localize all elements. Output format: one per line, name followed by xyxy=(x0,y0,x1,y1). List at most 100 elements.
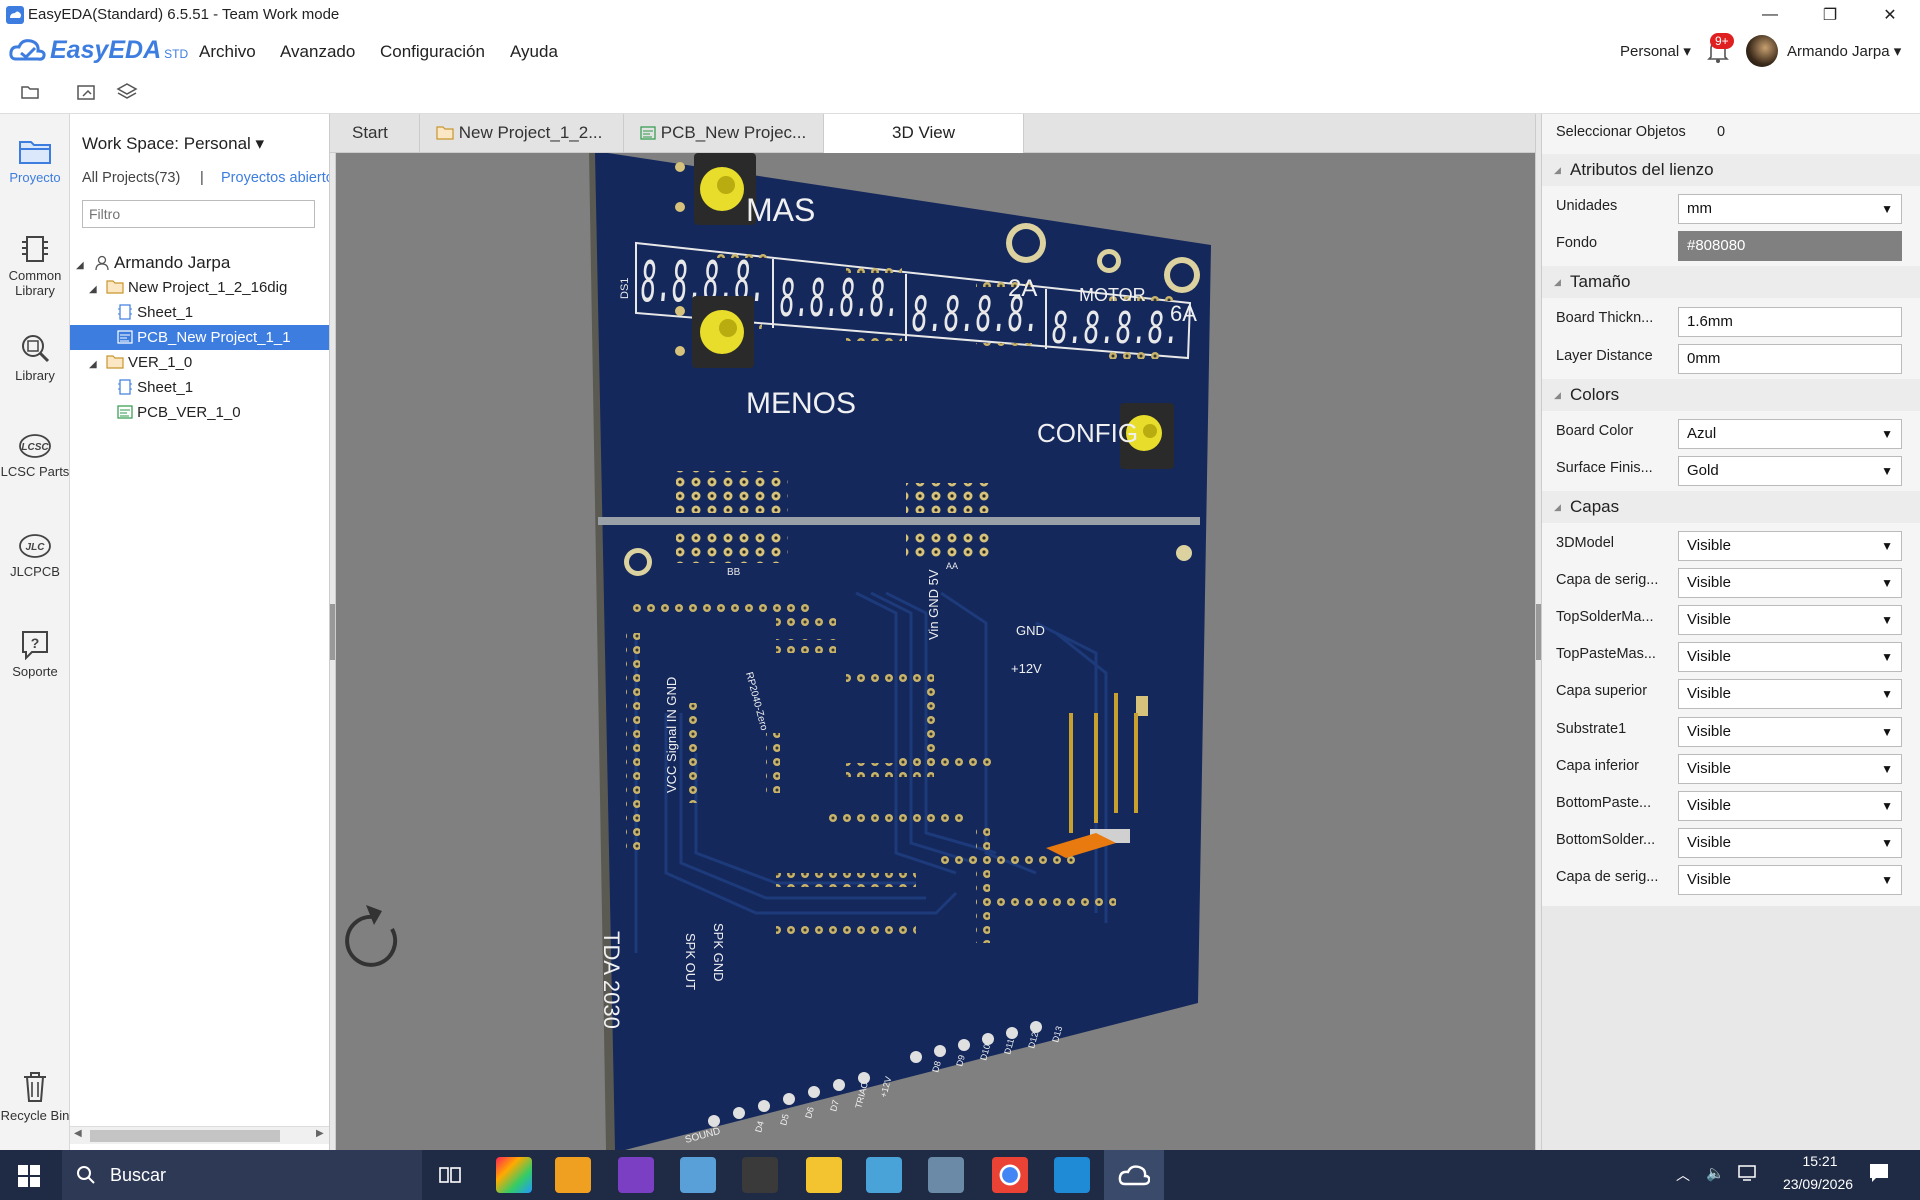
splitter-handle[interactable] xyxy=(330,604,335,660)
section-size[interactable]: ◢Tamaño xyxy=(1542,266,1920,298)
vscode-icon[interactable] xyxy=(1054,1157,1090,1193)
network-icon[interactable] xyxy=(1738,1164,1758,1182)
tree-item-project[interactable]: ◢ New Project_1_2_16dig xyxy=(89,279,288,296)
pin-d8: D8 xyxy=(930,1060,943,1074)
layer-visibility-select[interactable]: Visible▼ xyxy=(1678,679,1902,709)
layer-visibility-select[interactable]: Visible▼ xyxy=(1678,642,1902,672)
workspace-dropdown[interactable]: Work Space: Personal ▾ xyxy=(82,134,265,153)
right-splitter[interactable] xyxy=(1535,114,1542,1150)
layers-icon[interactable] xyxy=(116,82,138,102)
tree-item-sheet[interactable]: Sheet_1 xyxy=(70,300,330,325)
board-color-select[interactable]: Azul▼ xyxy=(1678,419,1902,449)
palette-app-icon[interactable] xyxy=(680,1157,716,1193)
visual-studio-icon[interactable] xyxy=(618,1157,654,1193)
nav-lcsc-parts[interactable]: LCSC LCSC Parts xyxy=(0,432,70,479)
calculator-icon[interactable] xyxy=(928,1157,964,1193)
task-view-icon[interactable] xyxy=(438,1164,462,1186)
import-icon[interactable] xyxy=(76,82,98,102)
surface-finish-select[interactable]: Gold▼ xyxy=(1678,456,1902,486)
layer-label: 3DModel xyxy=(1556,535,1615,551)
windows-start-icon[interactable] xyxy=(18,1165,40,1187)
workspace-selector[interactable]: Personal ▾ xyxy=(1620,43,1691,60)
notifications-center-icon[interactable] xyxy=(1868,1162,1890,1184)
layer-visibility-select[interactable]: Visible▼ xyxy=(1678,717,1902,747)
layer-visibility-select[interactable]: Visible▼ xyxy=(1678,865,1902,895)
clock-date[interactable]: 23/09/2026 xyxy=(1782,1176,1854,1192)
nav-library[interactable]: Library xyxy=(0,332,70,383)
menu-archivo[interactable]: Archivo xyxy=(199,42,256,61)
library-search-icon xyxy=(22,335,50,363)
notes-app-icon[interactable] xyxy=(866,1157,902,1193)
restore-button[interactable]: ❐ xyxy=(1822,7,1838,24)
section-layers[interactable]: ◢Capas xyxy=(1542,491,1920,523)
tray-chevron-icon[interactable]: ︿ xyxy=(1676,1167,1690,1183)
nav-proyecto[interactable]: Proyecto xyxy=(0,136,70,185)
background-color-field[interactable]: #808080 xyxy=(1678,231,1902,261)
tree-item-sheet[interactable]: Sheet_1 xyxy=(70,375,330,400)
board-thickness-label: Board Thickn... xyxy=(1556,310,1654,326)
media-player-icon[interactable] xyxy=(555,1157,591,1193)
board-thickness-input[interactable]: 1.6mm xyxy=(1678,307,1902,337)
paint-app-icon[interactable] xyxy=(496,1157,532,1193)
title-bar: EasyEDA(Standard) 6.5.51 - Team Work mod… xyxy=(0,0,1920,30)
layer-visibility-select[interactable]: Visible▼ xyxy=(1678,568,1902,598)
menu-configuracion[interactable]: Configuración xyxy=(380,42,485,61)
units-select[interactable]: mm▼ xyxy=(1678,194,1902,224)
horizontal-scrollbar[interactable]: ◀ ▶ xyxy=(70,1126,330,1144)
tree-item-user[interactable]: ◢ Armando Jarpa xyxy=(76,253,231,272)
layer-visibility-select[interactable]: Visible▼ xyxy=(1678,754,1902,784)
layer-visibility-select[interactable]: Visible▼ xyxy=(1678,828,1902,858)
tab-pcb[interactable]: PCB_New Projec... xyxy=(624,114,824,153)
svg-text:?: ? xyxy=(31,635,40,651)
avatar[interactable] xyxy=(1746,35,1778,67)
label-aa: AA xyxy=(946,561,958,571)
svg-text:LCSC: LCSC xyxy=(21,442,49,453)
all-projects-link[interactable]: All Projects(73) xyxy=(82,170,181,186)
layer-visibility-select[interactable]: Visible▼ xyxy=(1678,791,1902,821)
menu-avanzado[interactable]: Avanzado xyxy=(280,42,356,61)
easyeda-cloud-icon xyxy=(1118,1165,1150,1186)
splitter-handle[interactable] xyxy=(1536,604,1541,660)
file-explorer-icon[interactable] xyxy=(806,1157,842,1193)
chrome-icon[interactable] xyxy=(992,1157,1028,1193)
tree-item-pcb-selected[interactable]: PCB_New Project_1_1 xyxy=(70,325,330,350)
layer-visibility-select[interactable]: Visible▼ xyxy=(1678,531,1902,561)
layer-label: Capa superior xyxy=(1556,683,1648,699)
open-folder-icon[interactable] xyxy=(20,82,40,102)
jlcpcb-icon: JLC xyxy=(19,534,51,558)
nav-jlcpcb[interactable]: JLC JLCPCB xyxy=(0,532,70,579)
easyeda-taskbar-button[interactable] xyxy=(1104,1150,1164,1200)
section-colors[interactable]: ◢Colors xyxy=(1542,379,1920,411)
video-editor-icon[interactable] xyxy=(742,1157,778,1193)
lcsc-icon: LCSC xyxy=(19,434,51,458)
tab-start[interactable]: Start xyxy=(336,114,420,153)
filter-input[interactable] xyxy=(82,200,315,228)
3d-view-canvas[interactable]: 8.8.8.8. 8.8.8.8. 8.8.8.8. 8.8.8.8. DS1 … xyxy=(336,153,1535,1150)
nav-recycle-bin[interactable]: Recycle Bin xyxy=(0,1070,70,1123)
menu-ayuda[interactable]: Ayuda xyxy=(510,42,558,61)
layer-visibility-select[interactable]: Visible▼ xyxy=(1678,605,1902,635)
display-digits-4: 8.8.8.8. xyxy=(1052,303,1180,354)
volume-icon[interactable]: 🔈 xyxy=(1706,1165,1725,1182)
close-window-button[interactable]: ✕ xyxy=(1883,7,1897,24)
tree-item-pcb[interactable]: PCB_VER_1_0 xyxy=(70,400,330,425)
layer-distance-input[interactable]: 0mm xyxy=(1678,344,1902,374)
open-projects-link[interactable]: Proyectos abierto xyxy=(221,170,330,186)
nav-soporte[interactable]: ? Soporte xyxy=(0,628,70,679)
minimize-button[interactable]: — xyxy=(1762,6,1778,23)
scrollbar-thumb[interactable] xyxy=(90,1130,280,1142)
nav-common-library[interactable]: Common Library xyxy=(0,234,70,298)
label-mas: MAS xyxy=(746,192,815,228)
rotate-view-icon[interactable] xyxy=(345,905,398,967)
tree-item-project[interactable]: ◢ VER_1_0 xyxy=(89,354,193,371)
tab-project[interactable]: New Project_1_2... xyxy=(420,114,624,153)
display-digits-2: 8.8.8.8. xyxy=(780,269,900,329)
header-strip xyxy=(598,517,1200,525)
pcb-3d-render[interactable]: 8.8.8.8. 8.8.8.8. 8.8.8.8. 8.8.8.8. DS1 … xyxy=(336,153,1535,1150)
taskbar-search[interactable]: Buscar xyxy=(62,1150,422,1200)
user-menu[interactable]: Armando Jarpa ▾ xyxy=(1787,43,1902,60)
left-splitter[interactable] xyxy=(329,114,336,1150)
tab-3d-view[interactable]: 3D View xyxy=(824,114,1024,153)
section-canvas-attributes[interactable]: ◢Atributos del lienzo xyxy=(1542,154,1920,186)
clock-time[interactable]: 15:21 xyxy=(1802,1153,1838,1169)
